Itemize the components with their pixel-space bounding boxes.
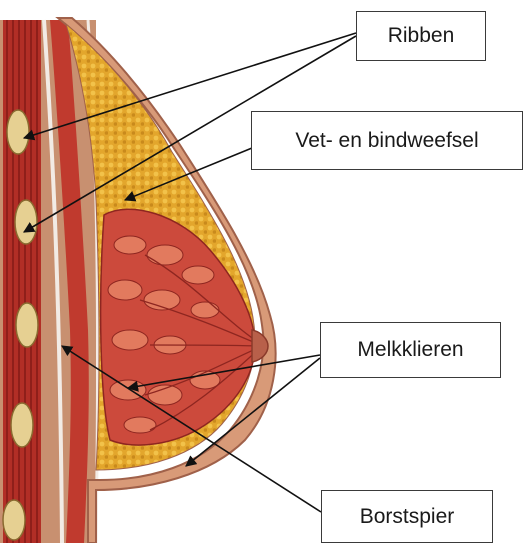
- rib-4: [11, 403, 33, 447]
- label-borstspier-text: Borstspier: [360, 505, 455, 529]
- label-melkklieren: Melkklieren: [320, 322, 501, 378]
- label-vet-bindweefsel-text: Vet- en bindweefsel: [295, 129, 478, 153]
- label-ribben-text: Ribben: [388, 24, 455, 48]
- label-borstspier: Borstspier: [321, 490, 493, 543]
- rib-1: [7, 110, 29, 154]
- label-vet-bindweefsel: Vet- en bindweefsel: [251, 111, 523, 170]
- rib-muscle-strip: [3, 20, 41, 543]
- chest-wall: [0, 20, 98, 543]
- rib-5: [3, 500, 25, 540]
- rib-3: [16, 303, 38, 347]
- label-melkklieren-text: Melkklieren: [357, 338, 463, 362]
- rib-2: [15, 200, 37, 244]
- label-ribben: Ribben: [356, 11, 486, 61]
